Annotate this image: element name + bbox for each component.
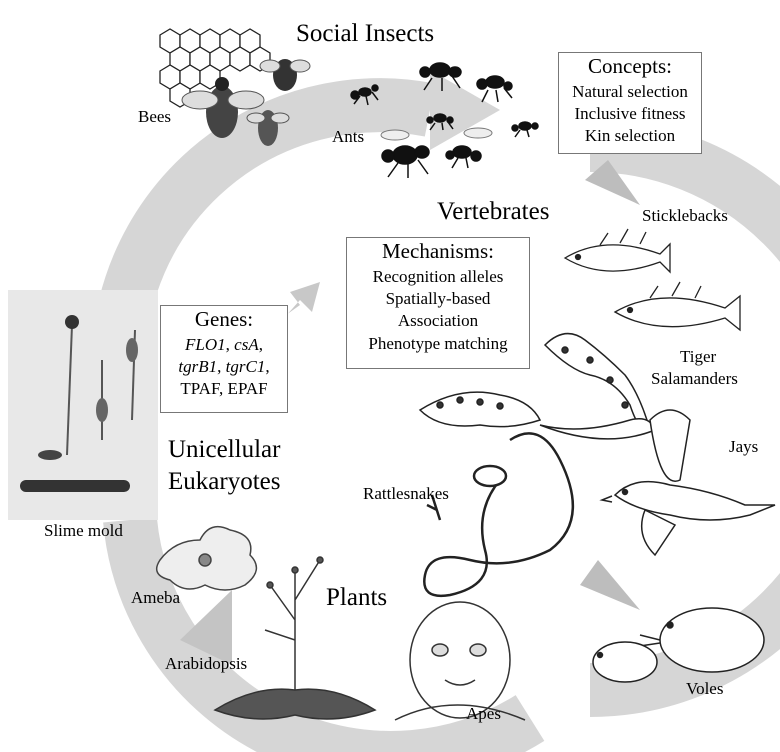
label-salamanders: Salamanders bbox=[651, 370, 738, 389]
gene-name: csA bbox=[234, 335, 259, 354]
genes-box: Genes: FLO1, csA, tgrB1, tgrC1, TPAF, EP… bbox=[160, 305, 288, 413]
heading-unicellular-line2: Eukaryotes bbox=[168, 468, 280, 496]
rattlesnake-icon bbox=[424, 433, 573, 595]
genes-row-1: FLO1, csA, bbox=[161, 334, 287, 356]
mechanism-item: Recognition alleles bbox=[347, 266, 529, 288]
gene-name: tgrC1 bbox=[226, 357, 266, 376]
ring-arrowhead-bottom bbox=[580, 560, 640, 610]
genes-row-3: TPAF, EPAF bbox=[161, 378, 287, 400]
concept-item: Natural selection bbox=[559, 81, 701, 103]
heading-social-insects: Social Insects bbox=[296, 20, 434, 48]
genes-row-2: tgrB1, tgrC1, bbox=[161, 356, 287, 378]
gene-separator: , bbox=[265, 357, 269, 376]
concepts-title: Concepts: bbox=[559, 53, 701, 80]
gene-separator: , bbox=[226, 335, 235, 354]
label-ants: Ants bbox=[332, 128, 364, 147]
label-apes: Apes bbox=[466, 705, 501, 724]
label-bees: Bees bbox=[138, 108, 171, 127]
heading-plants: Plants bbox=[326, 584, 387, 612]
bee-icon-2 bbox=[260, 59, 310, 91]
ameba-icon bbox=[157, 527, 257, 590]
mechanism-item: Spatially-based bbox=[347, 288, 529, 310]
heading-vertebrates: Vertebrates bbox=[437, 198, 549, 226]
label-rattlesnakes: Rattlesnakes bbox=[363, 485, 449, 504]
gene-separator: , bbox=[259, 335, 263, 354]
gene-separator: , bbox=[217, 357, 226, 376]
gene-name: FLO1 bbox=[185, 335, 226, 354]
stickleback-fish-icon bbox=[565, 229, 740, 330]
label-slime-mold: Slime mold bbox=[44, 522, 123, 541]
heading-unicellular-line1: Unicellular bbox=[168, 436, 280, 464]
label-voles: Voles bbox=[686, 680, 723, 699]
gene-name: tgrB1 bbox=[178, 357, 217, 376]
concept-item: Kin selection bbox=[559, 125, 701, 147]
label-ameba: Ameba bbox=[131, 589, 180, 608]
genes-title: Genes: bbox=[161, 306, 287, 333]
label-jays: Jays bbox=[729, 438, 758, 457]
mechanism-item: Association bbox=[347, 310, 529, 332]
slime-mold-photo bbox=[8, 290, 158, 520]
mechanisms-box: Mechanisms: Recognition alleles Spatiall… bbox=[346, 237, 530, 369]
label-sticklebacks: Sticklebacks bbox=[642, 207, 728, 226]
mechanisms-title: Mechanisms: bbox=[347, 238, 529, 265]
mechanism-item: Phenotype matching bbox=[347, 333, 529, 355]
concepts-box: Concepts: Natural selection Inclusive fi… bbox=[558, 52, 702, 154]
label-arabidopsis: Arabidopsis bbox=[165, 655, 247, 674]
label-tiger: Tiger bbox=[680, 348, 716, 367]
concept-item: Inclusive fitness bbox=[559, 103, 701, 125]
